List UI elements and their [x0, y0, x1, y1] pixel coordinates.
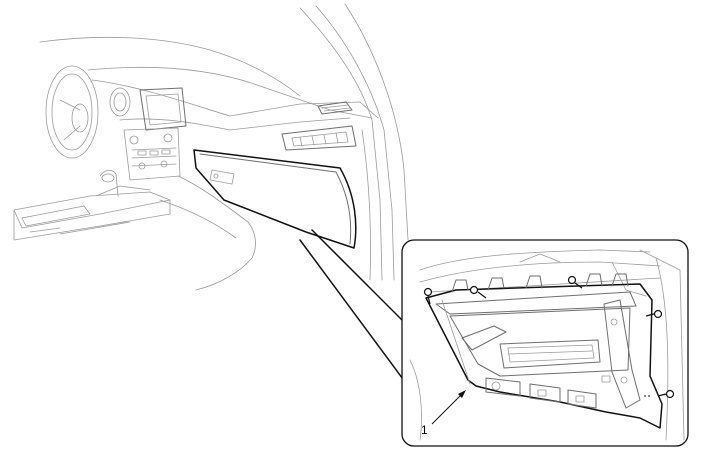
detail-view: 1 [401, 239, 689, 447]
screw-right-upper [645, 309, 663, 319]
a-pillar [299, 7, 383, 281]
a-pillar-inner [315, 5, 395, 281]
screw-top-2 [469, 285, 487, 299]
windshield-bottom [87, 66, 373, 119]
screw-top-3 [567, 275, 583, 289]
car-interior-overview [13, 3, 409, 291]
screw-top-left [423, 287, 433, 305]
callout-1: 1 [421, 390, 466, 437]
mounting-screws [423, 275, 675, 399]
dashboard-front [119, 117, 351, 131]
callout-1-leader [431, 391, 465, 425]
side-vent [281, 125, 357, 151]
leader-line-upper [311, 229, 413, 331]
instrument-cluster [109, 87, 131, 117]
glove-box-handle [209, 169, 235, 185]
detail-frame [401, 239, 689, 447]
upper-vent [317, 101, 353, 115]
callout-1-arrowhead [458, 390, 466, 398]
dashboard-top [91, 79, 379, 119]
center-controls [123, 127, 181, 181]
center-display [139, 87, 187, 131]
screw-right-lower [644, 389, 675, 399]
glove-box-overview [193, 149, 357, 249]
windshield-top [39, 36, 301, 97]
steering-wheel [45, 65, 99, 159]
door-edge [344, 3, 409, 241]
center-console [13, 170, 171, 241]
housing-duct [499, 339, 601, 369]
lower-dash [177, 175, 256, 291]
callout-1-label: 1 [421, 423, 428, 437]
glove-box-housing [425, 273, 663, 429]
leader-line-lower [299, 239, 415, 395]
